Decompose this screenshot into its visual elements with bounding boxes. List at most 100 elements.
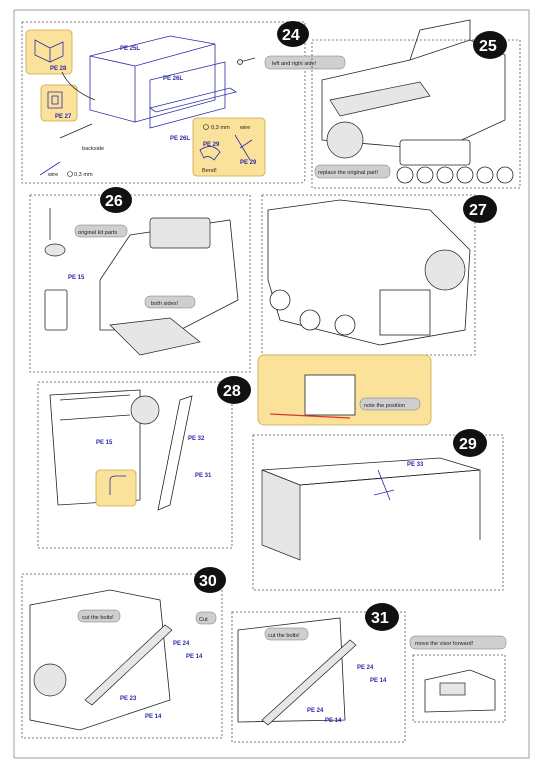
diameter-icon-a bbox=[67, 171, 73, 177]
step-26-number: 26 bbox=[105, 193, 123, 210]
cut-bolts-a-callout bbox=[77, 609, 121, 623]
visor-frame bbox=[412, 654, 506, 723]
left-right-callout bbox=[264, 55, 346, 70]
page-border bbox=[13, 9, 530, 759]
lamp-part-26 bbox=[44, 243, 66, 257]
original-kit-text: original kit parts bbox=[78, 230, 117, 236]
step-27: 27 note the position bbox=[257, 194, 497, 426]
move-visor-text: move the visor forward! bbox=[415, 641, 474, 647]
pe14-b-label: PE 14 bbox=[145, 714, 162, 720]
hull-31 bbox=[237, 617, 346, 723]
pe33-part bbox=[373, 469, 395, 501]
both-sides-text: both sides! bbox=[151, 301, 178, 307]
pe14-c-label: PE 14 bbox=[370, 678, 387, 684]
pe27-inset bbox=[40, 84, 78, 122]
pe15-a-label: PE 15 bbox=[68, 275, 85, 281]
step-30-badge bbox=[194, 567, 226, 593]
bend-label: Bend! bbox=[202, 168, 217, 174]
backside-label: backside bbox=[82, 146, 104, 152]
pe28-label: PE 28 bbox=[50, 66, 67, 72]
red-alignment-arrow bbox=[269, 413, 351, 419]
wire-size-b: 0,3 mm bbox=[211, 125, 230, 131]
hull-30 bbox=[29, 589, 171, 731]
pe29-b-label: PE 29 bbox=[240, 160, 257, 166]
step-24-badge bbox=[277, 21, 309, 47]
sprocket-28 bbox=[130, 395, 160, 425]
diameter-icon-b bbox=[203, 124, 209, 130]
replace-text: replace the original part! bbox=[318, 170, 378, 176]
step-24-number: 24 bbox=[282, 27, 300, 44]
turret-mount-25 bbox=[409, 19, 471, 61]
pe27-part bbox=[47, 91, 63, 109]
pe24-c-label: PE 24 bbox=[307, 708, 324, 714]
step-30-number: 30 bbox=[199, 573, 217, 590]
pe33-label: PE 33 bbox=[407, 462, 424, 468]
pe29-a-label: PE 29 bbox=[203, 142, 220, 148]
both-sides-callout bbox=[144, 295, 196, 309]
step-28: PE 15 PE 32 PE 31 28 bbox=[37, 376, 251, 549]
step-26-frame bbox=[29, 194, 251, 373]
pe24-a-label: PE 24 bbox=[173, 641, 190, 647]
pe25l-label: PE 25L bbox=[120, 46, 140, 52]
pe26l-strip bbox=[149, 87, 237, 113]
step-24: PE 28 PE 27 PE 25L PE 26L PE 26L backsid… bbox=[21, 21, 346, 184]
pe25l-box bbox=[89, 35, 216, 123]
pe15-b-label: PE 15 bbox=[96, 440, 113, 446]
note-position-callout bbox=[359, 397, 421, 411]
pe32-label: PE 32 bbox=[188, 436, 205, 442]
pe26l-top-label: PE 26L bbox=[163, 76, 183, 82]
step-26-badge bbox=[100, 187, 132, 213]
pe26l-plate-top bbox=[149, 61, 226, 129]
replace-callout bbox=[314, 164, 391, 179]
box-part-26 bbox=[44, 289, 68, 331]
pe27-label: PE 27 bbox=[55, 114, 72, 120]
rod-28 bbox=[157, 395, 193, 511]
visor-detail: move the visor forward! bbox=[409, 635, 507, 723]
strip-30 bbox=[84, 624, 173, 706]
pe23-label: PE 23 bbox=[120, 696, 137, 702]
cut-text: Cut bbox=[199, 617, 208, 623]
cut-callout bbox=[195, 611, 217, 625]
replaced-part-25 bbox=[399, 139, 471, 166]
step-28-number: 28 bbox=[223, 383, 241, 400]
pe31-label: PE 31 bbox=[195, 473, 212, 479]
box-part-27 bbox=[379, 289, 431, 336]
pe29-part-a bbox=[199, 146, 221, 161]
fender-26 bbox=[109, 317, 201, 356]
note-position-text: note the position bbox=[364, 403, 405, 409]
step-31-badge bbox=[365, 603, 399, 631]
pe26l-bottom-label: PE 26L bbox=[170, 136, 190, 142]
cut-bolts-b-callout bbox=[264, 627, 309, 641]
pe14-a-label: PE 14 bbox=[186, 654, 203, 660]
step-25-number: 25 bbox=[479, 38, 497, 55]
move-visor-callout bbox=[409, 635, 507, 650]
pe15-inset bbox=[95, 469, 137, 507]
pe14-d-label: PE 14 bbox=[325, 718, 342, 724]
inset-box bbox=[304, 374, 356, 416]
track-guard-25 bbox=[329, 81, 431, 117]
step-29-frame bbox=[252, 434, 504, 591]
step-27-badge bbox=[463, 195, 497, 223]
pe24-b-label: PE 24 bbox=[357, 665, 374, 671]
step-28-frame bbox=[37, 381, 233, 549]
wire-b-label: wire bbox=[239, 125, 250, 131]
wheels-27 bbox=[269, 289, 356, 336]
step-31: cut the bolts! PE 24 PE 14 PE 24 PE 14 3… bbox=[231, 603, 406, 743]
pe29-part-b bbox=[234, 134, 253, 161]
exhaust-drum-27 bbox=[424, 249, 466, 291]
step-29-number: 29 bbox=[459, 436, 477, 453]
step-26: 26 original kit parts PE 15 both sides! bbox=[29, 187, 251, 373]
step-30: cut the bolts! Cut PE 24 PE 14 PE 23 PE … bbox=[21, 567, 226, 739]
cut-bolts-b-text: cut the bolts! bbox=[268, 633, 300, 639]
wire-piece-a bbox=[39, 161, 61, 176]
step-28-badge bbox=[217, 376, 251, 404]
visor-slot bbox=[439, 682, 466, 696]
wire-size-a: 0,3 mm bbox=[74, 172, 93, 178]
step-27-frame bbox=[261, 194, 476, 356]
step-25-frame bbox=[311, 39, 521, 189]
pe29-inset bbox=[192, 117, 266, 177]
original-kit-callout bbox=[74, 224, 128, 238]
sprocket-wheel-25 bbox=[326, 121, 364, 159]
